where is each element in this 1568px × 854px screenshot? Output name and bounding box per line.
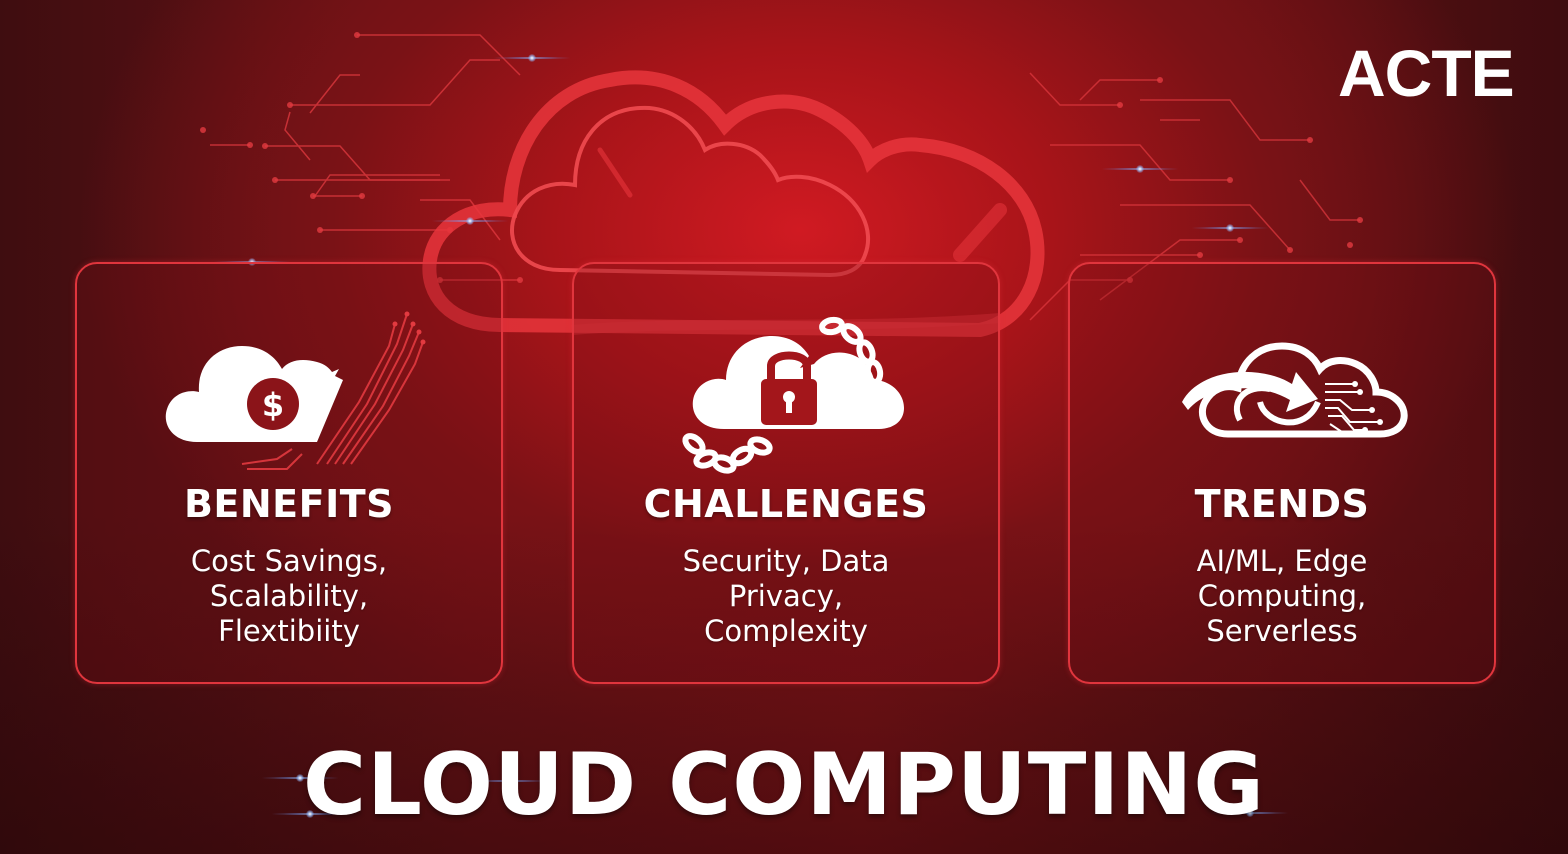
lens-flare [1100,165,1180,173]
acte-logo: ACTE [1338,36,1515,110]
trends-description: AI/ML, Edge Computing, Serverless [1196,544,1368,648]
cloud-arrow-circuit-icon [1182,342,1408,438]
circuit-nodes-right [1117,77,1363,283]
circuit-lines-left [210,34,521,281]
cloud-dollar-circuit-icon: $ [165,311,426,470]
lens-flare [492,54,572,62]
lens-flare [430,217,510,225]
lens-flare [270,810,350,818]
trends-title: TRENDS [1194,482,1370,526]
challenges-description: Security, Data Privacy, Complexity [682,544,890,648]
challenges-card: CHALLENGES Security, Data Privacy, Compl… [572,262,1000,684]
lens-flare [470,777,550,785]
benefits-description: Cost Savings, Scalability, Flextibiity [190,544,388,648]
circuit-nodes-left [200,32,523,283]
challenges-title: CHALLENGES [643,482,929,526]
main-title: CLOUD COMPUTING [302,735,1265,835]
lens-flare [260,774,340,782]
benefits-card: $ BENEFITS Cost Savings, Scalability, Fl… [75,262,503,684]
trends-card: TRENDS AI/ML, Edge Computing, Serverless [1068,262,1496,684]
inner-cloud-outline-icon [510,105,871,278]
circuit-lines-right [1029,72,1360,321]
svg-text:$: $ [262,386,284,424]
cloud-padlock-chain-icon [682,316,904,474]
lens-flare [1210,809,1290,817]
benefits-title: BENEFITS [183,482,395,526]
lens-flare [1190,224,1270,232]
